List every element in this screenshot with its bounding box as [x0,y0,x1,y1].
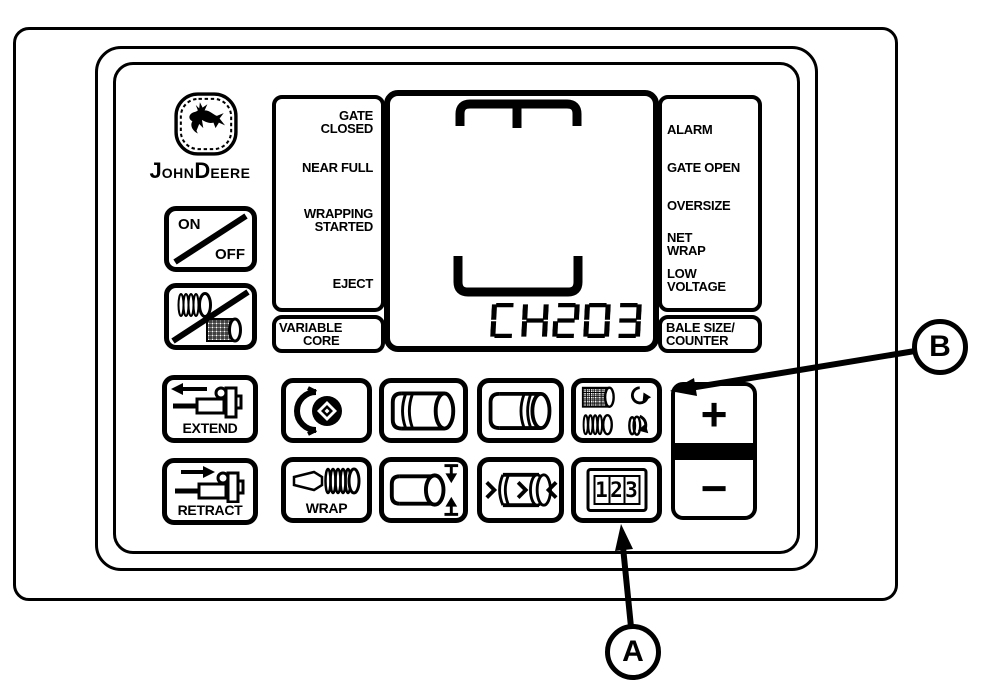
bale-size-line2: COUNTER [666,333,729,348]
brand-ohn: OHN [161,165,195,181]
cylinder-compress-icon [389,464,459,516]
cylinder-stripes-right-icon [488,391,552,430]
bale-edge-button[interactable] [477,457,564,523]
minus-button[interactable]: − [700,461,728,514]
status-low-voltage: LOW VOLTAGE [667,267,726,293]
near-full-label: NEAR FULL [302,160,373,175]
net-twine-rotation-icon [581,386,652,436]
bale-outline-graphic [453,99,583,297]
lcd-value [490,303,642,338]
wrap-label: WRAP [305,500,348,516]
alarm-label: ALARM [667,122,713,137]
wrap-material-off-button[interactable] [164,283,257,350]
status-variable-core: VARIABLE CORE [279,321,342,347]
monitor-outer-bezel [13,27,898,601]
callout-a-label: A [622,635,644,668]
brand-eere: EERE [210,165,251,181]
callout-b: B [912,319,968,375]
on-off-button[interactable]: ON OFF [164,206,257,272]
plus-minus-divider [675,442,753,460]
extend-label: EXTEND [182,420,238,436]
wrap-button[interactable]: WRAP [281,457,372,523]
wrap-count-button[interactable] [571,378,662,443]
low-voltage-line2: VOLTAGE [667,279,726,294]
bale-size-button[interactable] [379,457,468,523]
callout-a: A [605,624,661,680]
bale-end-right-button[interactable] [477,378,564,443]
gate-closed-line1: GATE [339,108,373,123]
lcd-display [384,90,659,352]
belt-core-icon [294,386,342,436]
gate-open-label: GATE OPEN [667,160,740,175]
low-voltage-line1: LOW [667,266,697,281]
cylinder-stripes-left-icon [390,391,456,431]
twine-net-slash-icon [171,289,250,344]
gate-closed-line2: CLOSED [320,121,374,136]
variable-core-line1: VARIABLE [279,320,343,335]
twine-tag-coil-icon [292,467,361,495]
status-gate-open: GATE OPEN [667,161,740,174]
retract-label: RETRACT [177,502,243,518]
extend-actuator-icon [171,383,243,419]
on-off-slash-icon [173,213,248,265]
wrapping-line2: STARTED [314,219,374,234]
status-near-full: NEAR FULL [302,161,373,174]
plus-button[interactable]: + [700,388,728,441]
brand-text: JOHNDEERE [128,158,272,184]
monitor-mid-bezel [95,46,818,571]
variable-core-line2: CORE [303,333,340,348]
status-gate-closed: GATE CLOSED [320,108,374,136]
status-bale-size-counter: BALE SIZE/ COUNTER [666,321,735,347]
status-eject: EJECT [332,276,374,291]
variable-core-panel: VARIABLE CORE [272,315,385,353]
callout-b-label: B [929,330,951,363]
retract-actuator-icon [175,466,245,503]
left-status-panel: GATE CLOSED NEAR FULL WRAPPING STARTED E… [272,95,385,312]
wrapping-line1: WRAPPING [303,206,373,221]
brand-j: J [149,158,162,183]
right-status-panel: ALARM GATE OPEN OVERSIZE NET WRAP LOW VO… [658,95,762,312]
off-label: OFF [215,246,245,263]
status-net-wrap: NET WRAP [667,231,706,257]
bale-size-line1: BALE SIZE/ [666,320,735,335]
status-oversize: OVERSIZE [667,198,731,213]
retract-button[interactable]: RETRACT [162,458,258,525]
monitor-front-panel [113,62,800,554]
on-label: ON [178,216,201,233]
cylinder-inward-arrows-icon [485,472,558,508]
status-alarm: ALARM [667,122,713,137]
brand-d: D [194,158,211,183]
eject-label: EJECT [332,276,374,291]
bale-end-left-button[interactable] [379,378,468,443]
plus-minus-control: + − [671,382,757,520]
bale-size-counter-panel: BALE SIZE/ COUNTER [658,315,762,353]
status-wrapping-started: WRAPPING STARTED [304,207,373,233]
net-wrap-line1: NET [667,230,693,245]
extend-button[interactable]: EXTEND [162,375,258,443]
core-density-button[interactable] [281,378,372,443]
oversize-label: OVERSIZE [667,198,731,213]
john-deere-logo-icon [168,90,244,158]
net-wrap-line2: WRAP [667,243,706,258]
